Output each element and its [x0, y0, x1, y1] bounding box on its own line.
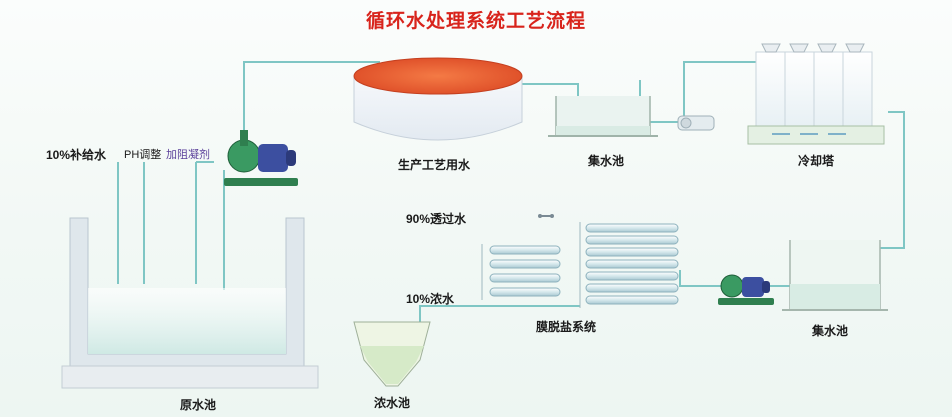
process-water-tank: [353, 57, 523, 141]
pipe-membrane-to-concentrate: [419, 305, 580, 322]
label-lower-collection-pool: 集水池: [812, 324, 849, 338]
label-process-water: 生产工艺用水: [398, 158, 471, 172]
membrane-left-group: [481, 244, 561, 300]
pipe-collect-to-tower: [639, 61, 760, 123]
cooling-tower: [747, 43, 885, 145]
label-cooling-tower: 冷却塔: [798, 154, 835, 168]
pipe-coag: [195, 161, 214, 284]
pipe-network: [117, 61, 905, 322]
label-coagulant: 加阻凝剂: [166, 149, 210, 161]
membrane-right-group: [579, 222, 679, 308]
upper-collection-pool: [548, 96, 658, 137]
pipe-tower-to-lower-pool: [876, 111, 905, 249]
raw-water-pool: [61, 217, 319, 389]
membrane-system: [481, 214, 679, 308]
concentrate-pool: [353, 321, 431, 387]
diagram-title: 循环水处理系统工艺流程: [365, 10, 586, 32]
label-ph-adjust: PH调整: [124, 149, 162, 161]
label-makeup-water: 10%补给水: [46, 148, 107, 162]
lower-collection-pool: [782, 240, 888, 311]
label-upper-collection-pool: 集水池: [588, 154, 625, 168]
lower-pump-icon: [718, 274, 774, 305]
label-desalination: 膜脱盐系统: [536, 320, 597, 334]
label-concentrate: 10%浓水: [406, 292, 455, 306]
pipe-pump-to-process: [243, 61, 380, 130]
pipe-process-to-collect: [522, 83, 579, 96]
label-raw-pool: 原水池: [180, 398, 217, 412]
label-concentrate-pool: 浓水池: [374, 396, 411, 410]
main-pump-icon: [224, 130, 298, 186]
label-permeate: 90%透过水: [406, 212, 467, 226]
small-pump-icon: [677, 115, 715, 131]
